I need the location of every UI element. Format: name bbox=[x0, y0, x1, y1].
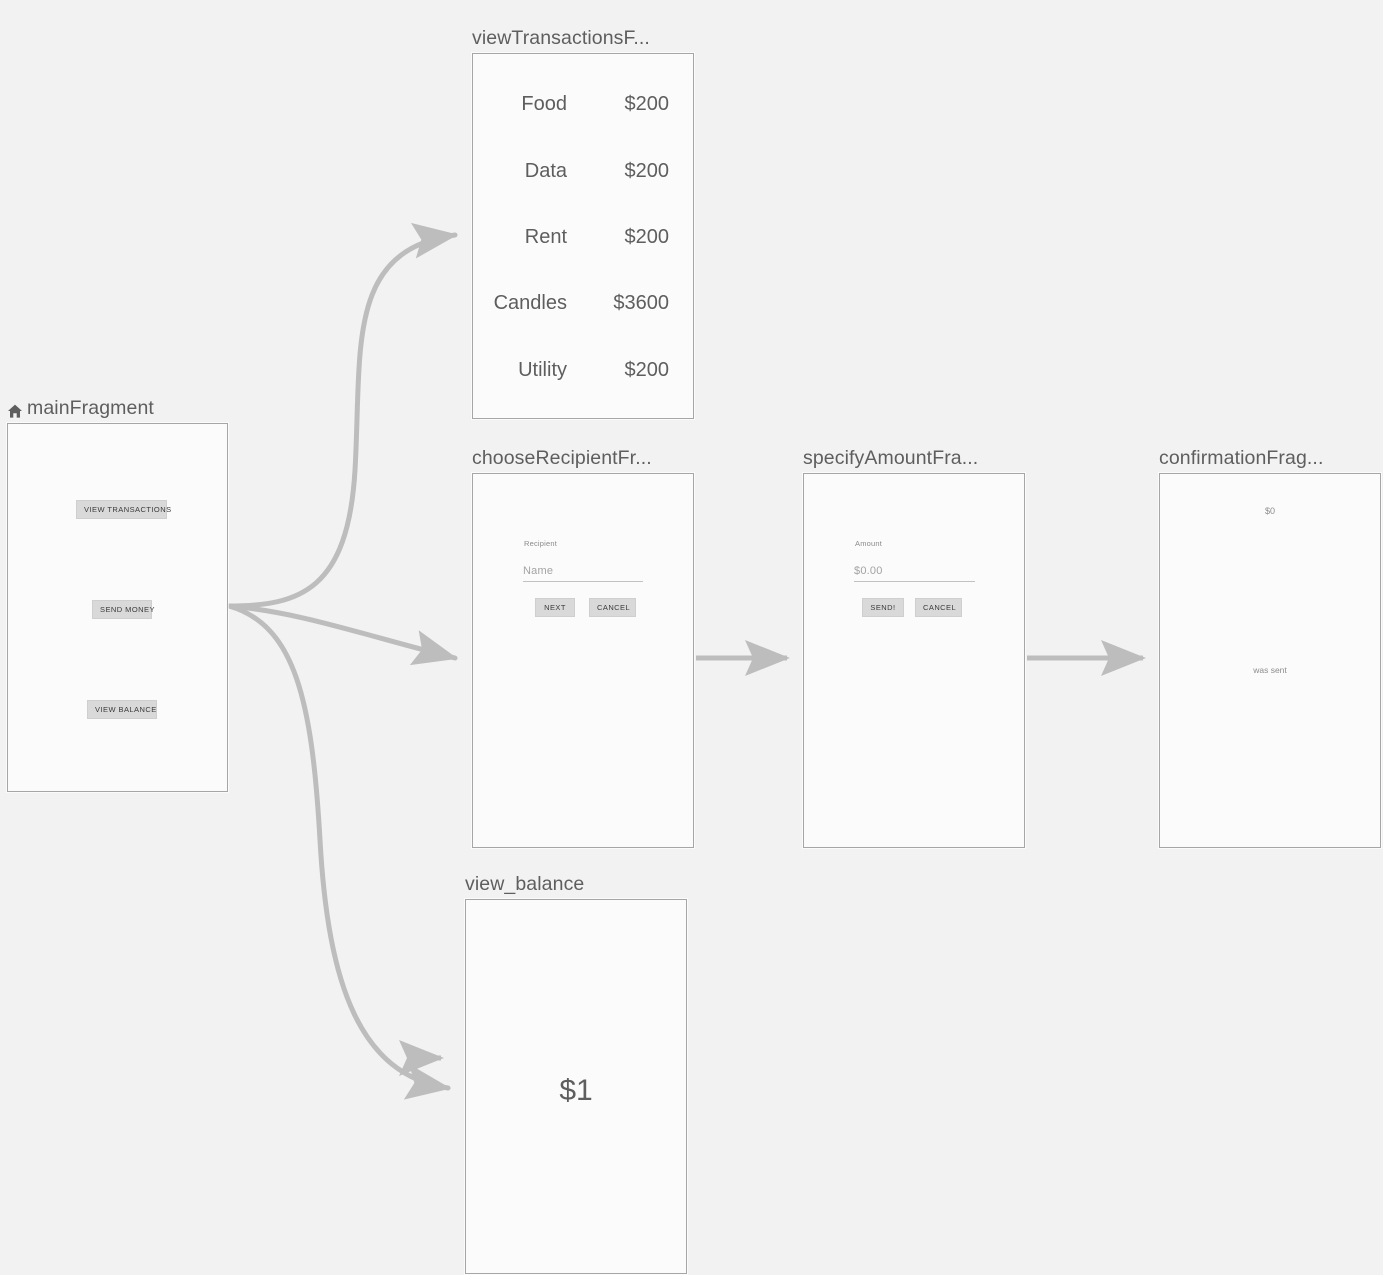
transaction-name: Data bbox=[524, 159, 567, 182]
transaction-row: Utility $200 bbox=[472, 359, 694, 381]
destination-preview-choose-recipient: Recipient Name NEXT CANCEL bbox=[472, 473, 694, 848]
confirmation-amount: $0 bbox=[1264, 506, 1276, 516]
transaction-row: Candles $3600 bbox=[472, 292, 694, 314]
recipient-input-underline bbox=[523, 581, 643, 582]
amount-input-underline bbox=[854, 581, 975, 582]
destination-title-choose-recipient-label: chooseRecipientFr... bbox=[472, 447, 652, 469]
destination-view-balance[interactable]: view_balance $1 bbox=[465, 873, 687, 1274]
transaction-amount: $200 bbox=[624, 159, 670, 182]
destination-title-specify-amount-label: specifyAmountFra... bbox=[803, 447, 979, 469]
destination-title-transactions-label: viewTransactionsF... bbox=[472, 27, 650, 49]
recipient-field-label: Recipient bbox=[524, 539, 558, 548]
transaction-amount: $200 bbox=[624, 358, 670, 381]
destination-title-confirmation-label: confirmationFrag... bbox=[1159, 447, 1324, 469]
destination-frame-choose-recipient bbox=[472, 473, 694, 848]
destination-preview-specify-amount: Amount $0.00 SEND! CANCEL bbox=[803, 473, 1025, 848]
preview-button-view-balance[interactable]: VIEW BALANCE bbox=[87, 700, 157, 719]
edge-main-to-choose-recipient bbox=[226, 603, 458, 666]
preview-button-next[interactable]: NEXT bbox=[535, 598, 575, 617]
transaction-row: Food $200 bbox=[472, 93, 694, 115]
destination-frame-confirmation bbox=[1159, 473, 1381, 848]
destination-preview-main: VIEW TRANSACTIONS SEND MONEY VIEW BALANC… bbox=[7, 423, 228, 792]
transaction-name: Utility bbox=[518, 358, 567, 381]
preview-button-send-money[interactable]: SEND MONEY bbox=[92, 600, 154, 619]
transaction-name: Food bbox=[521, 92, 567, 115]
confirmation-message: was sent bbox=[1253, 665, 1287, 675]
preview-button-cancel[interactable]: CANCEL bbox=[589, 598, 636, 617]
balance-amount: $1 bbox=[559, 1074, 593, 1107]
destination-title-confirmation: confirmationFrag... bbox=[1159, 446, 1323, 470]
transaction-row: Data $200 bbox=[472, 160, 694, 182]
destination-title-view-balance-label: view_balance bbox=[465, 873, 585, 895]
transaction-amount: $200 bbox=[624, 92, 670, 115]
amount-field-label: Amount bbox=[855, 539, 883, 548]
preview-button-send[interactable]: SEND! bbox=[862, 598, 904, 617]
destination-title-view-balance: view_balance bbox=[465, 872, 584, 896]
transaction-amount: $3600 bbox=[613, 291, 669, 314]
destination-frame-specify-amount bbox=[803, 473, 1025, 848]
transaction-amount: $200 bbox=[624, 225, 670, 248]
preview-button-cancel[interactable]: CANCEL bbox=[915, 598, 962, 617]
edge-main-to-transactions bbox=[226, 222, 458, 609]
recipient-input[interactable]: Name bbox=[523, 565, 554, 577]
destination-preview-view-balance: $1 bbox=[465, 899, 687, 1274]
destination-main-fragment[interactable]: mainFragment VIEW TRANSACTIONS SEND MONE… bbox=[7, 397, 228, 792]
destination-frame-transactions bbox=[472, 53, 694, 419]
amount-input[interactable]: $0.00 bbox=[854, 565, 883, 577]
destination-preview-transactions: Food $200 Data $200 Rent $200 Candles $3… bbox=[472, 53, 694, 419]
destination-title-main-label: mainFragment bbox=[27, 397, 154, 419]
destination-title-transactions: viewTransactionsF... bbox=[472, 26, 650, 50]
destination-frame-main bbox=[7, 423, 228, 792]
transaction-name: Candles bbox=[493, 291, 567, 314]
destination-confirmation-fragment[interactable]: confirmationFrag... $0 was sent bbox=[1159, 447, 1381, 848]
destination-preview-confirmation: $0 was sent bbox=[1159, 473, 1381, 848]
home-icon bbox=[7, 401, 23, 418]
preview-button-view-transactions[interactable]: VIEW TRANSACTIONS bbox=[76, 500, 171, 519]
destination-title-specify-amount: specifyAmountFra... bbox=[803, 446, 978, 470]
destination-title-main: mainFragment bbox=[7, 396, 154, 420]
destination-specify-amount-fragment[interactable]: specifyAmountFra... Amount $0.00 SEND! C… bbox=[803, 447, 1025, 848]
transaction-name: Rent bbox=[524, 225, 567, 248]
destination-frame-view-balance bbox=[465, 899, 687, 1274]
edge-main-to-view-balance bbox=[226, 603, 451, 1100]
transaction-row: Rent $200 bbox=[472, 226, 694, 248]
destination-choose-recipient-fragment[interactable]: chooseRecipientFr... Recipient Name NEXT… bbox=[472, 447, 694, 848]
destination-view-transactions-fragment[interactable]: viewTransactionsF... Food $200 Data $200… bbox=[472, 27, 694, 419]
destination-title-choose-recipient: chooseRecipientFr... bbox=[472, 446, 652, 470]
